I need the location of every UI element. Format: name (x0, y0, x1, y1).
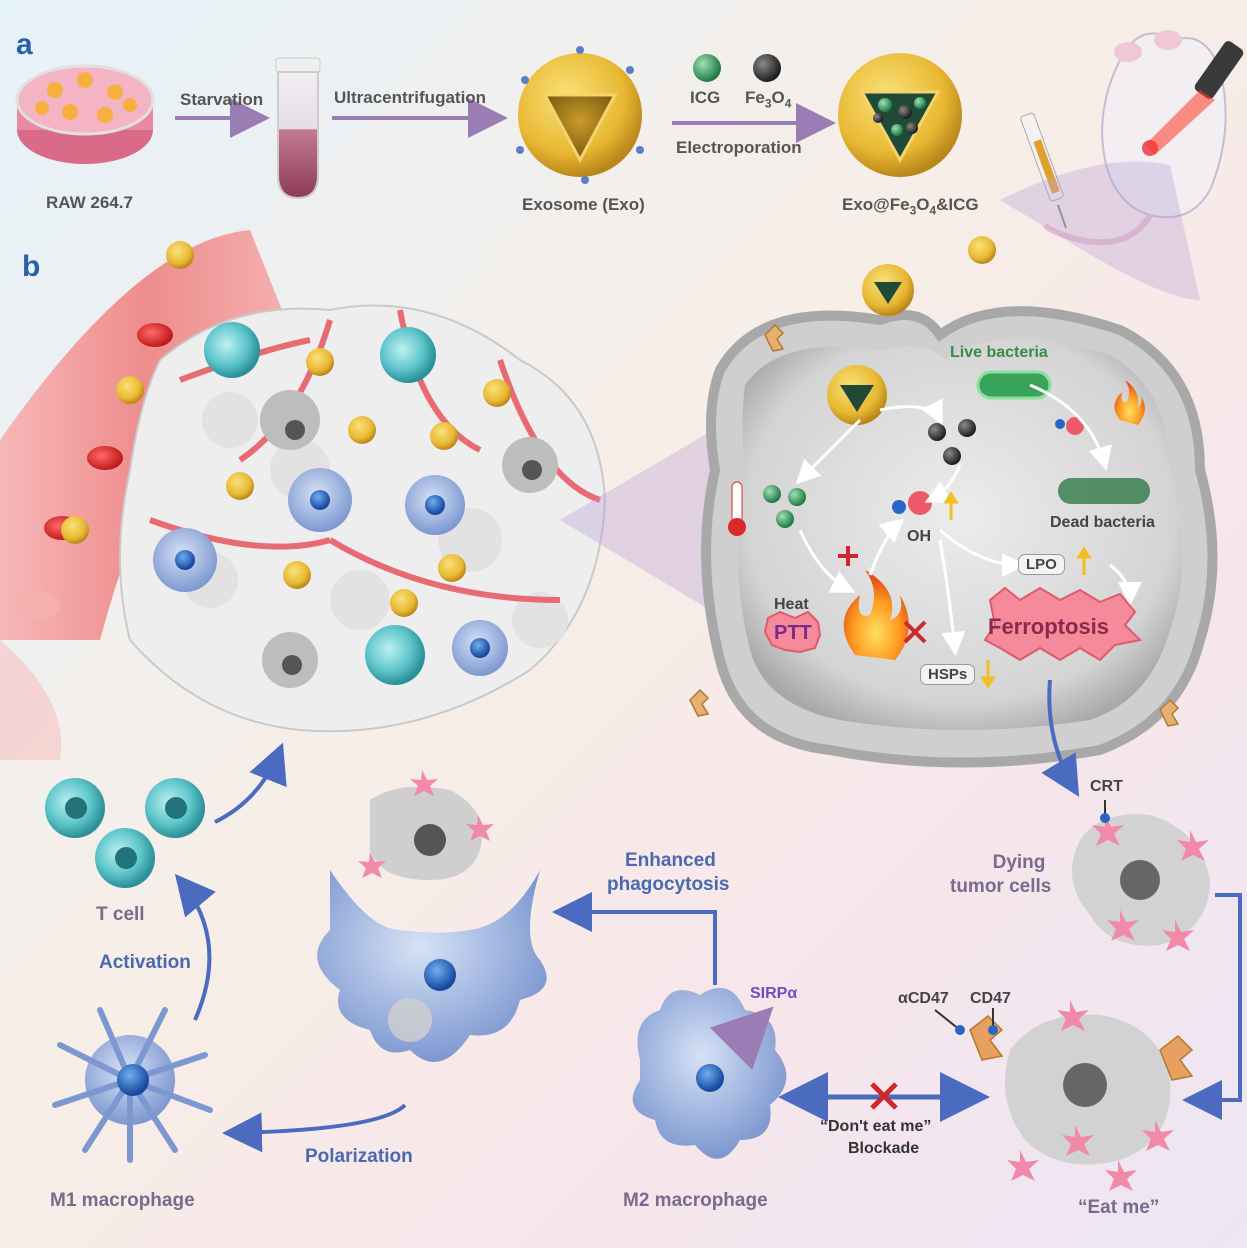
eat-me-label: “Eat me” (1078, 1197, 1160, 1218)
eat-me-tumor-cell (1005, 1014, 1171, 1165)
crt-label: CRT (1090, 778, 1123, 795)
t-cells (45, 778, 205, 888)
m1-macrophage (52, 1007, 213, 1163)
dead-bacteria-icon (1058, 478, 1150, 504)
exosome-loaded (838, 53, 962, 177)
dying-label-1: Dying (992, 852, 1046, 873)
crt-stars (1092, 815, 1209, 951)
pathway-arrows (795, 383, 1142, 656)
phago-stars (358, 770, 494, 878)
acd47-label: αCD47 (898, 990, 949, 1007)
dying-tumor-cell-top (1072, 814, 1210, 946)
tumor-exosomes (61, 236, 996, 617)
lpo-label: LPO (1018, 554, 1065, 575)
acd47-pointer (934, 1009, 961, 1031)
zoomed-tumor-cell (701, 306, 1218, 768)
tumor-macrophages (153, 468, 508, 676)
live-bacteria-label: Live bacteria (950, 344, 1048, 361)
blockade-label-1: “Don't eat me” (820, 1118, 932, 1135)
ptt-label: PTT (774, 622, 812, 644)
electroporation-label: Electroporation (676, 138, 802, 157)
fe3o4-label: Fe3O4 (745, 88, 792, 111)
eat-me-stars (1007, 1000, 1174, 1191)
fe-particles-in-cell (928, 419, 976, 465)
hsps-label: HSPs (920, 664, 976, 685)
ferroptosis-to-dying-arrow (1041, 679, 1080, 797)
ros-molecule-icon (892, 417, 1084, 515)
panel-label-a: a (16, 28, 33, 61)
phagocytosing-macrophage (317, 786, 547, 1062)
cell-line-label: RAW 264.7 (46, 193, 133, 212)
antibody-icons (689, 323, 1180, 727)
enhanced-phagocytosis-arrow (552, 892, 717, 985)
cell-exosome-entering (827, 264, 914, 425)
crt-dot (1100, 813, 1110, 823)
tcell-to-tumor-arrow (214, 742, 287, 824)
ferroptosis-burst (983, 586, 1143, 662)
oh-label: OH (907, 528, 931, 545)
icg-particle-icon (693, 54, 721, 82)
blockade-x-icon (870, 1082, 898, 1110)
enhanced-label-1: Enhanced (625, 850, 716, 871)
icg-particles-in-cell (763, 485, 806, 528)
fe3o4-particle-icon (753, 54, 781, 82)
sirpa-arrow (709, 1006, 774, 1071)
heat-label: Heat (774, 596, 809, 613)
exosome-label: Exosome (Exo) (522, 195, 645, 214)
syringe-icon (1020, 112, 1067, 229)
tumor-mass (119, 304, 607, 733)
polarization-arrow (222, 1103, 407, 1153)
tumor-cells-gray (260, 390, 558, 688)
thermometer-icon (728, 481, 746, 536)
dying-to-eatme-arrow (1182, 893, 1242, 1120)
dying-label-2: tumor cells (950, 876, 1052, 897)
centrifuge-tube (275, 57, 321, 200)
laser-device-icon (1145, 41, 1244, 155)
down-arrow (980, 660, 996, 689)
cd47-dot (988, 1025, 998, 1035)
exosome-empty (516, 46, 644, 184)
blockade-label-2: Blockade (848, 1140, 920, 1157)
injection-link (1000, 161, 1200, 300)
enhanced-label-2: phagocytosis (607, 874, 730, 895)
activation-arrow (174, 873, 216, 1021)
acd47-dot (955, 1025, 965, 1035)
sirpa-label: SIRPα (750, 985, 798, 1002)
icg-label: ICG (690, 88, 721, 107)
panel-label-b: b (22, 250, 41, 283)
live-bacteria-icon (976, 370, 1052, 400)
m2-label: M2 macrophage (623, 1190, 768, 1211)
m1-label: M1 macrophage (50, 1190, 195, 1211)
starvation-label: Starvation (180, 90, 264, 109)
ultracentrifugation-label: Ultracentrifugation (334, 88, 487, 107)
inhibit-x-icon (903, 620, 927, 644)
t-cell-label: T cell (96, 904, 145, 925)
petri-dish (15, 64, 155, 164)
cd47-label: CD47 (970, 990, 1011, 1007)
product-label: Exo@Fe3O4&ICG (842, 195, 979, 218)
up-arrows (943, 491, 1092, 575)
plus-icon (838, 546, 858, 566)
activation-label: Activation (99, 952, 191, 973)
fire-icon (843, 380, 1145, 660)
tumor-tcells (204, 322, 436, 685)
ferroptosis-label: Ferroptosis (988, 614, 1110, 639)
ptt-burst (763, 610, 822, 654)
polarization-label: Polarization (305, 1146, 413, 1167)
dead-bacteria-label: Dead bacteria (1050, 514, 1155, 531)
